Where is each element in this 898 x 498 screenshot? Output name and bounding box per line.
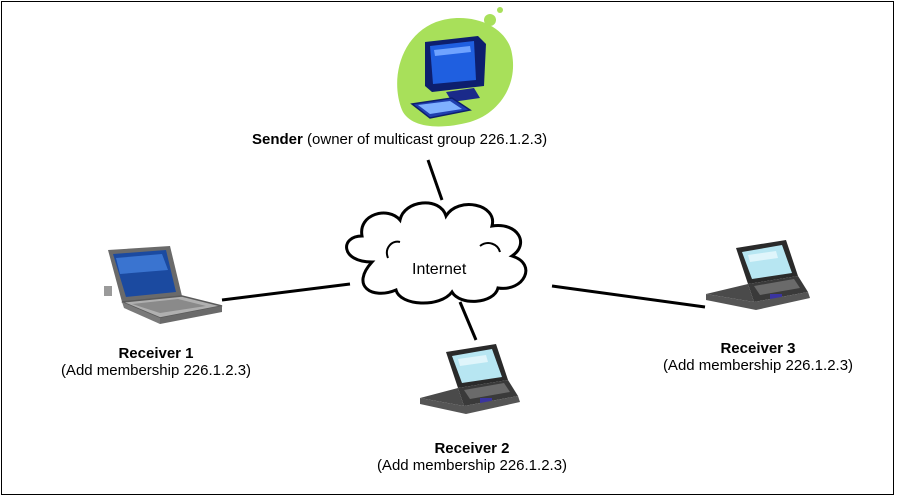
receiver-3-detail: (Add membership 226.1.2.3) bbox=[662, 357, 854, 374]
receiver-2-laptop-icon bbox=[420, 344, 520, 414]
receiver-3-name: Receiver 3 bbox=[720, 340, 796, 357]
link-receiver1-internet bbox=[221, 282, 351, 302]
link-receiver2-internet bbox=[458, 301, 478, 341]
receiver-3-laptop-icon bbox=[706, 240, 810, 310]
receiver-3-label: Receiver 3 (Add membership 226.1.2.3) bbox=[624, 340, 892, 374]
internet-cloud-icon bbox=[345, 201, 528, 305]
receiver-1-label: Receiver 1 (Add membership 226.1.2.3) bbox=[26, 345, 286, 379]
receiver-1-detail: (Add membership 226.1.2.3) bbox=[60, 362, 252, 379]
sender-label: Sender (owner of multicast group 226.1.2… bbox=[252, 131, 547, 148]
internet-label: Internet bbox=[412, 261, 466, 279]
receiver-1-name: Receiver 1 bbox=[118, 345, 194, 362]
sender-name: Sender bbox=[252, 131, 303, 148]
sender-detail: (owner of multicast group 226.1.2.3) bbox=[307, 131, 548, 148]
link-receiver3-internet bbox=[551, 284, 706, 309]
receiver-2-name: Receiver 2 bbox=[434, 440, 510, 457]
receiver-1-laptop-icon bbox=[104, 246, 223, 324]
link-sender-internet bbox=[426, 159, 444, 201]
receiver-2-detail: (Add membership 226.1.2.3) bbox=[376, 457, 568, 474]
sender-computer-icon bbox=[397, 7, 514, 127]
internet-label-text: Internet bbox=[412, 261, 467, 278]
connections bbox=[221, 159, 706, 341]
receiver-2-label: Receiver 2 (Add membership 226.1.2.3) bbox=[342, 440, 602, 474]
